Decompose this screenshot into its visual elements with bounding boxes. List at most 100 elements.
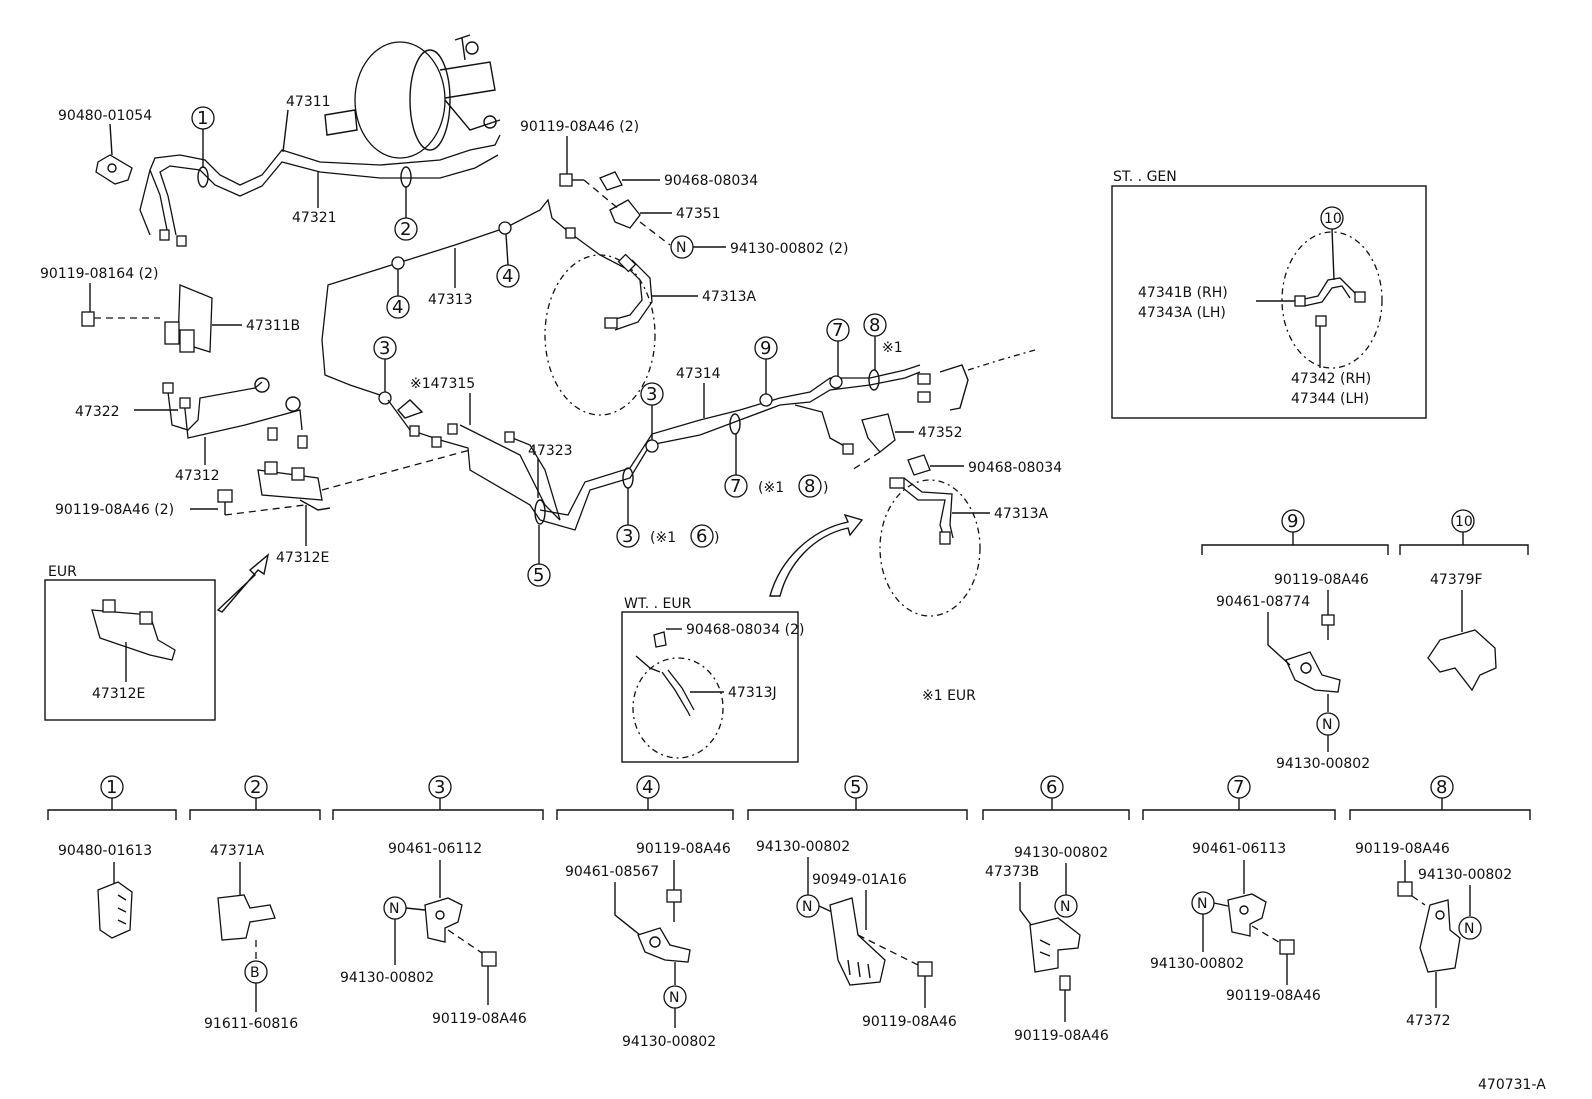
g1-clip: [97, 881, 133, 939]
g6-label-3: 90119-08A46: [1014, 1028, 1109, 1044]
group-4-number: 4: [642, 777, 653, 798]
wheel-outline-wt-eur: [632, 657, 724, 759]
g6-n: N: [1060, 899, 1070, 915]
wheel-outline-top: [544, 254, 656, 416]
label-90119-08a46-2-top: 90119-08A46 (2): [520, 119, 639, 135]
g6-label-2: 47373B: [985, 864, 1039, 880]
label-90119-08164-2: 90119-08164 (2): [40, 266, 158, 282]
g1-label-1: 90480-01613: [58, 843, 152, 859]
g9-label-3: 94130-00802: [1276, 756, 1370, 772]
callout-4-left: 4: [392, 297, 403, 318]
inset-wt-eur-title: WT. . EUR: [624, 596, 692, 612]
clip-90468-08034-mid: [907, 454, 931, 476]
g8-bracket: [1419, 899, 1461, 973]
g8-label-1: 90119-08A46: [1355, 841, 1450, 857]
bolt-90119-08a46-left: [217, 489, 306, 516]
group-5-number: 5: [850, 777, 861, 798]
g5-label-3: 90119-08A46: [862, 1014, 957, 1030]
g5-n: N: [802, 899, 812, 915]
hose-47313a-mid: [889, 477, 954, 545]
callout-6-note: 6: [696, 526, 707, 547]
g4-bolt: [666, 889, 682, 903]
group-7-number: 7: [1233, 777, 1244, 798]
g5-bolt: [917, 961, 933, 977]
callout-3-left: 3: [379, 338, 390, 359]
bracket-47311b: [164, 284, 213, 353]
g6-bracket: [1029, 917, 1081, 973]
g2-label-1: 47371A: [210, 843, 265, 859]
g9-clamp: [1285, 614, 1341, 693]
callout-3-bottom: 3: [622, 526, 633, 547]
g3-n: N: [389, 901, 399, 917]
g8-bolt: [1397, 881, 1413, 897]
label-47343a: 47343A (LH): [1138, 305, 1226, 321]
bracket-47352: [861, 413, 896, 453]
label-47322: 47322: [75, 404, 120, 420]
inset-eur: [44, 579, 216, 721]
group-10-number: 10: [1455, 514, 1473, 530]
hose-47313j: [635, 631, 695, 717]
g2-label-2: 91611-60816: [204, 1016, 298, 1032]
callout-circle-8-note: [798, 474, 822, 498]
label-47352: 47352: [918, 425, 963, 441]
g7-bolt: [1279, 939, 1295, 955]
pipe-47315-47323: [387, 399, 561, 521]
pipe-47311-47321: [139, 134, 501, 247]
label-90468-08034-top: 90468-08034: [664, 173, 758, 189]
callout-2-top: 2: [400, 219, 411, 240]
g5-label-1: 94130-00802: [756, 839, 850, 855]
label-47344: 47344 (LH): [1291, 391, 1369, 407]
g8-circle-n: [1458, 916, 1482, 940]
diagram-id: 470731-A: [1478, 1077, 1546, 1093]
bolt-90119-08164: [81, 311, 160, 327]
note-x1-8-prefix: (※1: [758, 480, 784, 496]
g7-label-2: 94130-00802: [1150, 956, 1244, 972]
g6-bolt: [1059, 975, 1071, 991]
g5-bracket: [829, 897, 886, 986]
callout-8-note: 8: [804, 476, 815, 497]
callout-3-mid: 3: [646, 384, 657, 405]
label-47321: 47321: [292, 210, 337, 226]
g4-clamp: [637, 927, 691, 963]
arrow-eur: [216, 553, 270, 613]
g4-label-3: 94130-00802: [622, 1034, 716, 1050]
g8-label-2: 94130-00802: [1418, 867, 1512, 883]
pipe-47313: [321, 198, 626, 396]
label-47341b: 47341B (RH): [1138, 285, 1228, 301]
pipe-47322-47312: [162, 377, 308, 449]
inset-wt-eur: [621, 611, 799, 763]
callout-10-st-gen: 10: [1324, 211, 1342, 227]
g3-bolt: [481, 951, 497, 967]
note-x1-6-prefix: (※1: [650, 530, 676, 546]
g10-grommet: [1427, 629, 1497, 692]
group-1-number: 1: [106, 777, 117, 798]
note-x1-eur: ※1 EUR: [922, 688, 976, 704]
clip-90468-08034-top: [599, 171, 623, 191]
label-47342: 47342 (RH): [1291, 371, 1371, 387]
label-47311: 47311: [286, 94, 331, 110]
note-x1-8-suffix: ): [823, 480, 828, 496]
g3-label-2: 94130-00802: [340, 970, 434, 986]
g2-bracket: [217, 894, 276, 941]
g2-b: B: [250, 965, 260, 981]
label-47312e-eur: 47312E: [92, 686, 145, 702]
callout-n-top: N: [676, 240, 686, 256]
label-90468-08034-mid: 90468-08034: [968, 460, 1062, 476]
label-47323: 47323: [528, 443, 573, 459]
note-x1-top: ※1: [882, 340, 903, 356]
g9-label-2: 90461-08774: [1216, 594, 1310, 610]
g3-label-1: 90461-06112: [388, 841, 482, 857]
pipe-st-gen: [1294, 277, 1366, 327]
g5-label-2: 90949-01A16: [812, 872, 907, 888]
label-90119-08a46-2-left: 90119-08A46 (2): [55, 502, 174, 518]
label-47313a-top: 47313A: [702, 289, 757, 305]
group-6-number: 6: [1046, 777, 1057, 798]
wheel-outline-st-gen: [1281, 231, 1383, 369]
callout-1: 1: [197, 108, 208, 129]
label-94130-00802-2: 94130-00802 (2): [730, 241, 848, 257]
label-47311b: 47311B: [246, 318, 300, 334]
pipe-47314: [534, 349, 1036, 531]
bracket-47351: [609, 199, 641, 229]
group-3-number: 3: [434, 777, 445, 798]
label-47313: 47313: [428, 292, 473, 308]
